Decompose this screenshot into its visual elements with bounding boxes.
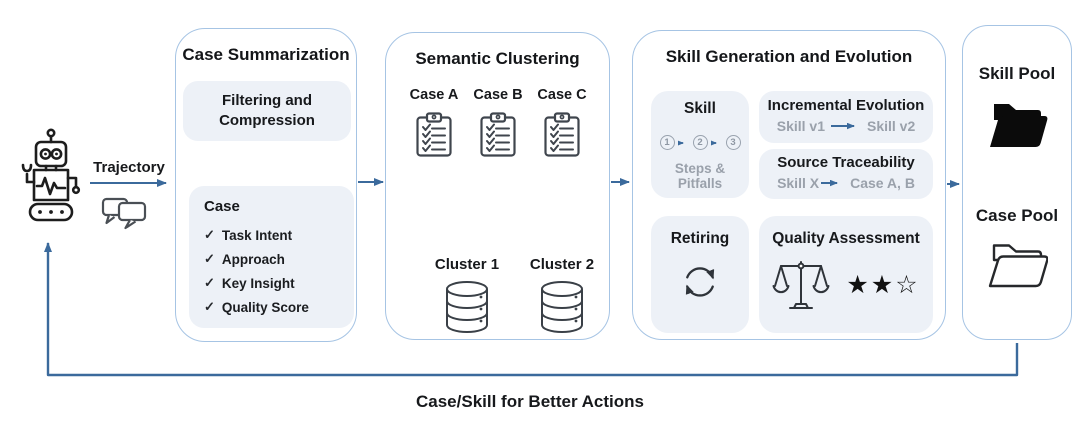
incremental-evolution-title: Incremental Evolution [767, 97, 925, 114]
case-item-label: Task Intent [221, 227, 293, 243]
case-attribute-list: ✓ Task Intent ✓ Approach ✓ Key Insight ✓… [204, 223, 354, 319]
skill-v1-label: Skill v1 [776, 118, 825, 134]
case-item: ✓ Key Insight [204, 271, 354, 295]
trace-cases-label: Case A, B [850, 175, 915, 191]
trajectory-label: Trajectory [93, 159, 165, 176]
skill-caption: Steps & Pitfalls [674, 161, 726, 191]
clipboard-icon [480, 112, 516, 157]
case-pool-folder-icon [963, 240, 1071, 292]
clipboard-icon [544, 112, 580, 157]
case-b-column: Case B [466, 87, 530, 158]
traceability-arrow-icon [821, 179, 839, 187]
cluster2-database-icon [517, 280, 607, 334]
robot-agent-icon [20, 128, 82, 228]
evolution-arrow-icon [831, 122, 855, 130]
check-icon: ✓ [204, 227, 215, 242]
check-icon: ✓ [204, 251, 215, 266]
case-a-label: Case A [409, 87, 459, 103]
case-item: ✓ Approach [204, 247, 354, 271]
retiring-panel: Retiring [651, 216, 749, 333]
traceability-flow: Skill X Case A, B [759, 175, 933, 191]
filtering-compression-label: Filtering and Compression [219, 91, 315, 129]
clipboard-icon [416, 112, 452, 157]
step-arrow-icon [710, 139, 717, 146]
case-item-label: Approach [221, 251, 285, 267]
skill-x-label: Skill X [777, 175, 820, 191]
step-circle: 2 [692, 135, 708, 150]
case-item: ✓ Quality Score [204, 295, 354, 319]
pool-box: Skill Pool Case Pool [962, 25, 1072, 340]
source-traceability-title: Source Traceability [777, 154, 915, 171]
feedback-label: Case/Skill for Better Actions [416, 392, 644, 411]
cluster2-label: Cluster 2 [529, 256, 595, 273]
skill-v2-label: Skill v2 [867, 118, 916, 134]
quality-assessment-panel: Quality Assessment ★★☆ [759, 216, 933, 333]
step-circle: 1 [659, 135, 675, 150]
retiring-title: Retiring [670, 230, 730, 247]
case-item-label: Key Insight [221, 275, 295, 291]
cluster1-label: Cluster 1 [434, 256, 500, 273]
case-a-column: Case A [402, 87, 466, 158]
filtering-compression-panel: Filtering and Compression [183, 81, 351, 141]
case-item: ✓ Task Intent [204, 223, 354, 247]
retiring-cycle-icon [685, 267, 715, 297]
skill-pool-folder-icon [963, 100, 1071, 152]
case-pool-label: Case Pool [975, 206, 1059, 225]
skill-pool-label: Skill Pool [978, 64, 1056, 83]
case-panel-title: Case [204, 198, 240, 215]
case-panel: Case ✓ Task Intent ✓ Approach ✓ Key Insi… [189, 186, 354, 328]
case-c-label: Case C [537, 87, 587, 103]
case-summarization-title: Case Summarization [182, 45, 350, 64]
case-item-label: Quality Score [221, 299, 309, 315]
balance-scale-icon [772, 261, 830, 309]
incremental-evolution-panel: Incremental Evolution Skill v1 Skill v2 [759, 91, 933, 143]
skill-steps: 1 2 3 [651, 135, 749, 150]
semantic-clustering-title: Semantic Clustering [415, 49, 580, 68]
skill-generation-title: Skill Generation and Evolution [665, 47, 913, 66]
skill-version-flow: Skill v1 Skill v2 [759, 118, 933, 134]
case-summarization-box: Case Summarization Filtering and Compres… [175, 28, 357, 342]
check-icon: ✓ [204, 275, 215, 290]
step-circle: 3 [725, 135, 741, 150]
quality-assessment-title: Quality Assessment [772, 230, 920, 247]
skill-panel: Skill 1 2 3 Steps & Pitfalls [651, 91, 749, 198]
check-icon: ✓ [204, 299, 215, 314]
feedback-loop-arrow [44, 242, 1019, 377]
semantic-clustering-box: Semantic Clustering Case A Case B [385, 32, 610, 340]
star-rating: ★★☆ [846, 270, 920, 299]
case-b-label: Case B [473, 87, 523, 103]
step-arrow-icon [677, 139, 684, 146]
skill-panel-title: Skill [684, 100, 716, 117]
skill-generation-box: Skill Generation and Evolution Skill 1 2… [632, 30, 946, 340]
chat-bubbles-icon [101, 193, 151, 231]
source-traceability-panel: Source Traceability Skill X Case A, B [759, 149, 933, 199]
case-c-column: Case C [530, 87, 594, 158]
cluster1-database-icon [422, 280, 512, 334]
